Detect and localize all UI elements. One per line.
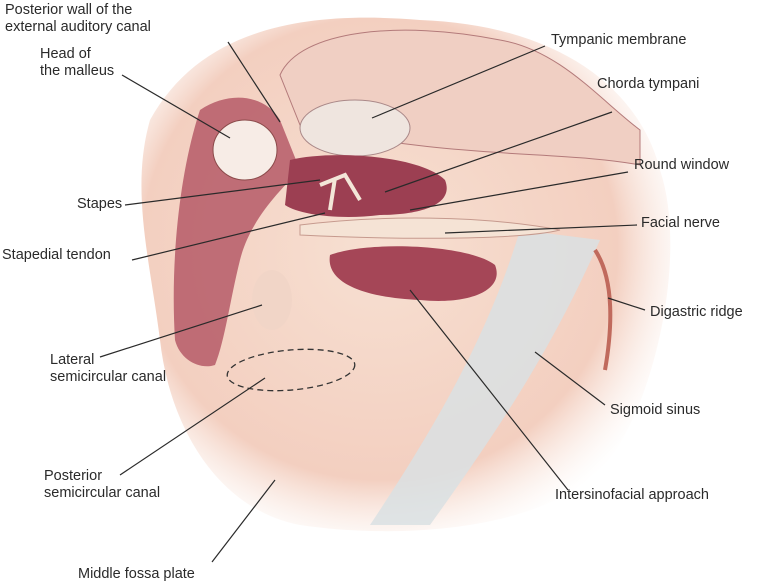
label-tympanic-membrane: Tympanic membrane [551,32,687,48]
leader-digastric-ridge [607,297,646,311]
label-sigmoid-sinus: Sigmoid sinus [610,402,701,418]
facial-nerve-canal [299,217,561,239]
posterior-canal-outline [226,348,356,392]
label-chorda-tympani: Chorda tympani [597,76,700,92]
label-posterior-wall: Posterior wall of the external auditory … [5,2,151,36]
label-round-window: Round window [634,157,730,173]
label-facial-nerve: Facial nerve [641,215,720,231]
leader-tympanic-membrane [371,45,546,119]
leader-lateral-canal [99,304,263,358]
leader-chorda-tympani [384,111,613,193]
label-middle-fossa: Middle fossa plate [78,566,195,582]
intersinofacial-cavity [329,246,497,301]
leader-facial-nerve [444,224,638,234]
leader-round-window [409,171,629,211]
label-head-malleus: Head of the malleus [40,46,114,80]
label-line: external auditory canal [5,19,151,35]
tympanic-membrane-shape [299,99,411,157]
label-line: Head of [40,46,91,62]
leader-middle-fossa [211,479,276,563]
sigmoid-sinus-band [370,230,600,525]
leader-posterior-wall [227,41,281,123]
label-posterior-canal: Posterior semicircular canal [44,468,160,502]
label-line: semicircular canal [44,485,161,501]
label-stapedial-tendon: Stapedial tendon [2,247,111,263]
label-lateral-canal: Lateral semicircular canal [50,352,166,386]
label-line: the malleus [40,63,115,79]
label-line: semicircular canal [50,369,167,385]
middle-ear-cavity [285,155,447,217]
label-digastric-ridge: Digastric ridge [650,304,743,320]
leader-head-malleus [121,74,231,139]
label-stapes: Stapes [77,196,123,212]
leader-stapes [124,179,321,206]
leader-posterior-canal [119,377,266,476]
leader-stapedial-tendon [131,212,326,261]
label-line: Lateral [50,352,95,368]
leader-intersinofacial [409,289,569,491]
head-of-malleus-shape [212,119,278,181]
label-line: Posterior [44,468,103,484]
leader-lines [99,41,646,563]
label-line: Posterior wall of the [5,2,133,18]
digastric-ridge-shape [593,248,613,371]
leader-sigmoid-sinus [534,351,606,406]
label-intersinofacial: Intersinofacial approach [555,487,709,503]
lateral-canal-shape [252,270,292,330]
stapes-shape [319,172,362,211]
